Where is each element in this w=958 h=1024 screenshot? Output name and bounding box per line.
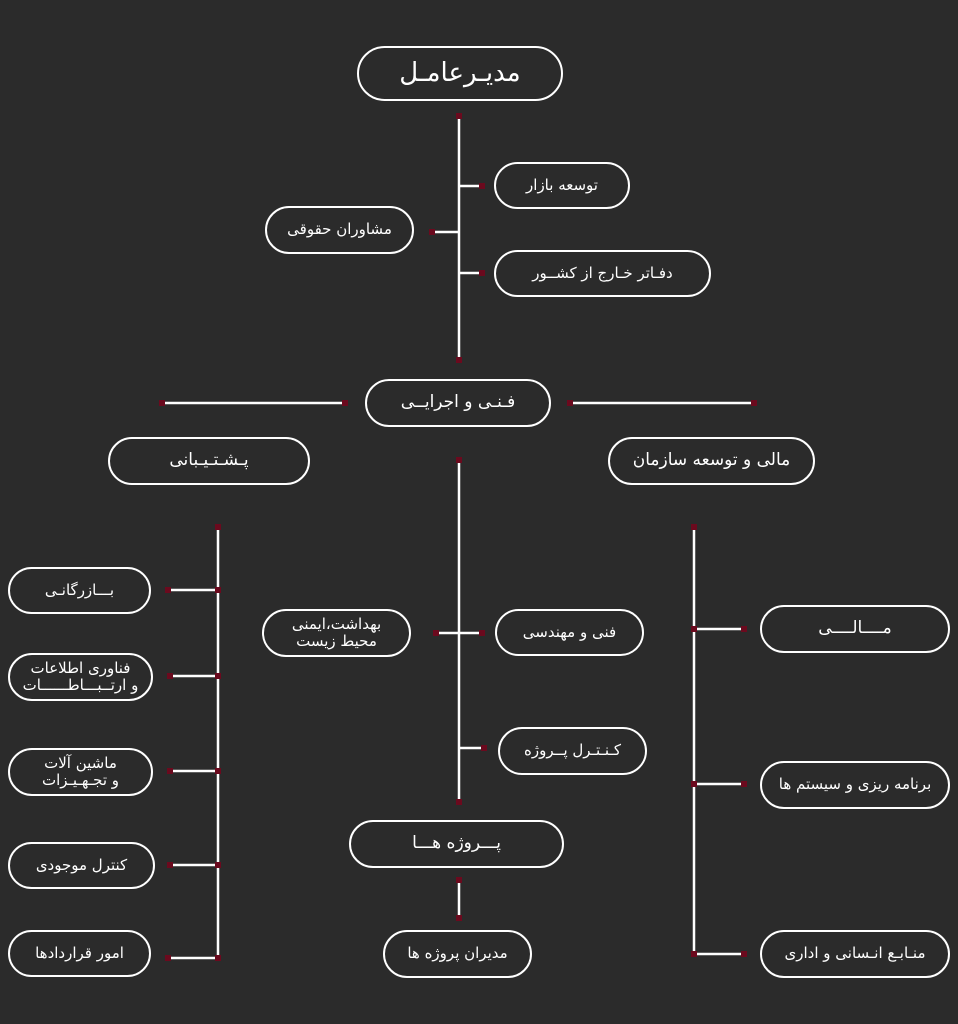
- ceo-node: مدیـرعامـل: [357, 46, 563, 101]
- technical-execution-node: فـنـی و اجرایــی: [365, 379, 551, 427]
- support-item-inventory: کنترل موجودی: [8, 842, 155, 889]
- market-development-node: توسعه بازار: [494, 162, 630, 209]
- foreign-offices-node: دفـاتر خـارج از کشــور: [494, 250, 711, 297]
- project-managers-node: مدیران پروژه ها: [383, 930, 532, 978]
- connector-lines: [162, 116, 754, 960]
- finance-item-planning-systems: برنامه ریزی و سیستم ها: [760, 761, 950, 809]
- finance-item-hr-admin: منـابـع انـسانی و اداری: [760, 930, 950, 978]
- support-item-it: فناوری اطلاعات و ارتــبـــاطــــــات: [8, 653, 153, 701]
- finance-item-financial: مــــالــــی: [760, 605, 950, 653]
- projects-node: پـــروژه هـــا: [349, 820, 564, 868]
- support-node: پـشـتـیـبانی: [108, 437, 310, 485]
- engineering-node: فنی و مهندسی: [495, 609, 644, 656]
- support-item-commerce: بـــازرگانـی: [8, 567, 151, 614]
- finance-org-development-node: مالی و توسعه سازمان: [608, 437, 815, 485]
- hse-node: بهداشت،ایمنی محیط زیست: [262, 609, 411, 657]
- connector-dots: [159, 113, 757, 961]
- legal-advisors-node: مشاوران حقوقی: [265, 206, 414, 254]
- support-item-machinery: ماشین آلات و تجـهـیـزات: [8, 748, 153, 796]
- support-item-contracts: امور قراردادها: [8, 930, 151, 977]
- project-control-node: کـنـتـرل پــروژه: [498, 727, 647, 775]
